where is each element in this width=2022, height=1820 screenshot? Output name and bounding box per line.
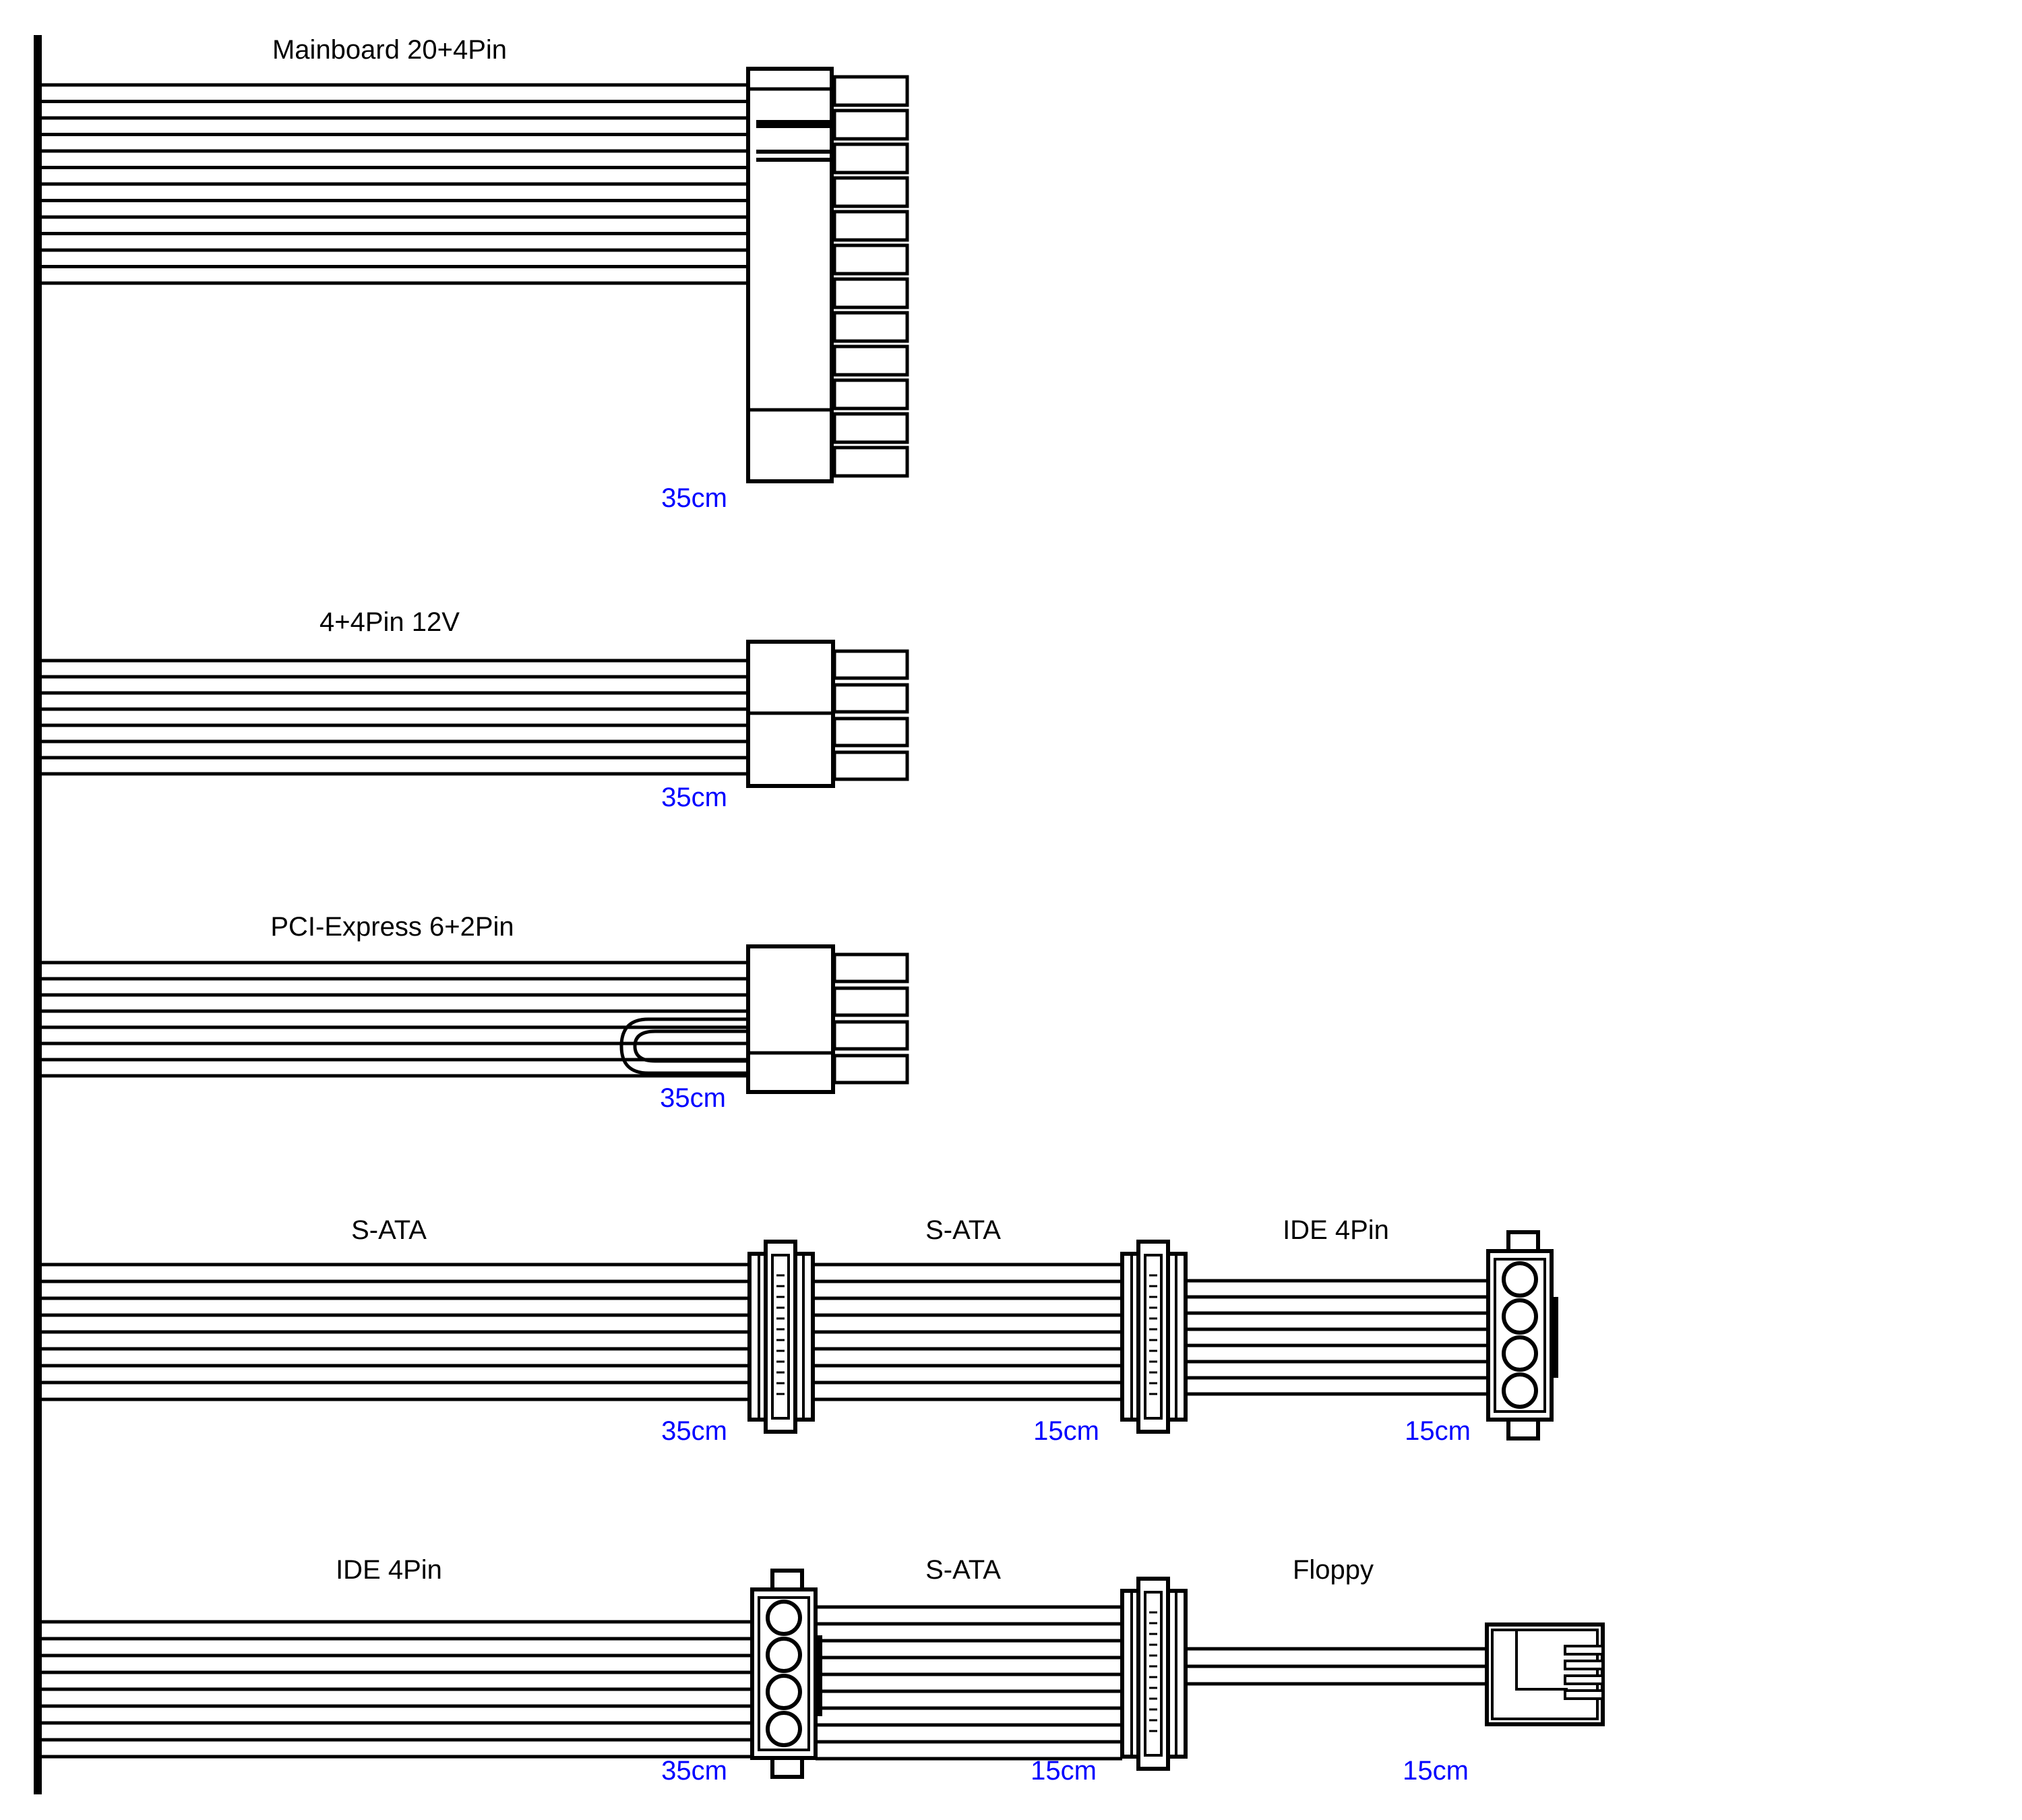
cable-sata-chain: S-ATA S-ATA IDE 4Pin 35cm 15cm 15cm [42,1215,1558,1446]
length-label-sata-1: 35cm [661,1416,727,1446]
connector-pin [832,649,909,680]
eps-8pin-connector [746,640,909,788]
connector-pin [832,109,909,141]
length-label-mainboard: 35cm [661,483,727,513]
molex-key [816,1635,822,1716]
floppy-pin [1564,1689,1604,1700]
eps-pin-column [832,649,909,781]
pcie-split-loop [619,1017,748,1075]
pcie-pin-column [832,952,909,1085]
floppy-key [1515,1630,1568,1691]
cable-eps-8pin: 4+4Pin 12V 35cm [42,607,909,812]
molex-pin [1502,1261,1538,1298]
pcie-wires [42,961,748,1078]
cable-ide-chain: IDE 4Pin S-ATA Floppy 35cm 15cm 15cm [42,1555,1605,1786]
cable-label-mainboard: Mainboard 20+4Pin [272,35,507,65]
sata-slot [1144,1591,1163,1757]
connector-pin [832,717,909,748]
length-label-eps: 35cm [661,783,727,812]
connector-pin [832,1020,909,1051]
connector-pin [832,683,909,714]
connector-pin [832,344,909,377]
connector-pin [832,243,909,276]
length-label-sata-3: 15cm [1031,1756,1097,1786]
atx-24pin-connector [746,67,909,483]
connector-pin [832,1054,909,1085]
cable-pcie-8pin: PCI-Express 6+2Pin 35cm [42,912,909,1113]
connector-pin [832,142,909,175]
sata-slot [771,1254,790,1420]
ide-chain-wires [42,1605,1487,1761]
connector-pin [832,446,909,478]
connector-pin [832,952,909,983]
length-label-sata-2: 15cm [1033,1416,1099,1446]
molex-pin [1502,1372,1538,1409]
sata-slot [1144,1254,1163,1420]
connector-pin [832,986,909,1017]
cable-label-floppy: Floppy [1293,1555,1374,1585]
floppy-pin [1564,1674,1604,1685]
molex-pin [766,1674,802,1710]
length-label-pcie: 35cm [660,1083,726,1113]
connector-pin [832,378,909,411]
cable-label-sata-1: S-ATA [351,1215,427,1245]
connector-pin [832,210,909,242]
cable-mainboard-24pin: Mainboard 20+4Pin 35cm [42,35,909,513]
length-label-ide-2: 35cm [661,1756,727,1786]
connector-pin [832,311,909,343]
molex-pin [1502,1335,1538,1372]
molex-pin [766,1711,802,1747]
sata-chain-connectors [747,1230,1558,1440]
cable-label-pcie: PCI-Express 6+2Pin [270,912,514,942]
molex-pin [1502,1298,1538,1335]
molex-pin [766,1600,802,1636]
eps-wires [42,659,748,776]
atx-pin-column [832,75,909,478]
mainboard-wires [42,83,748,285]
sata-chain-wires [42,1263,1488,1401]
connector-pin [832,750,909,781]
connector-pin [832,75,909,107]
floppy-pin [1564,1645,1604,1656]
cable-label-ide-2: IDE 4Pin [336,1555,442,1585]
connector-pin [832,412,909,444]
cable-label-sata-3: S-ATA [925,1555,1001,1585]
pcie-8pin-connector [746,944,909,1094]
cable-label-ide-1: IDE 4Pin [1283,1215,1389,1245]
length-label-ide-1: 15cm [1405,1416,1471,1446]
molex-key [1552,1297,1558,1378]
length-label-floppy: 15cm [1403,1756,1469,1786]
connector-pin [832,176,909,208]
ide-chain-connectors [750,1569,1605,1779]
cable-label-sata-2: S-ATA [925,1215,1001,1245]
connector-pin [832,277,909,309]
cable-label-eps: 4+4Pin 12V [319,607,460,637]
floppy-pin [1564,1660,1604,1670]
molex-pin [766,1637,802,1673]
